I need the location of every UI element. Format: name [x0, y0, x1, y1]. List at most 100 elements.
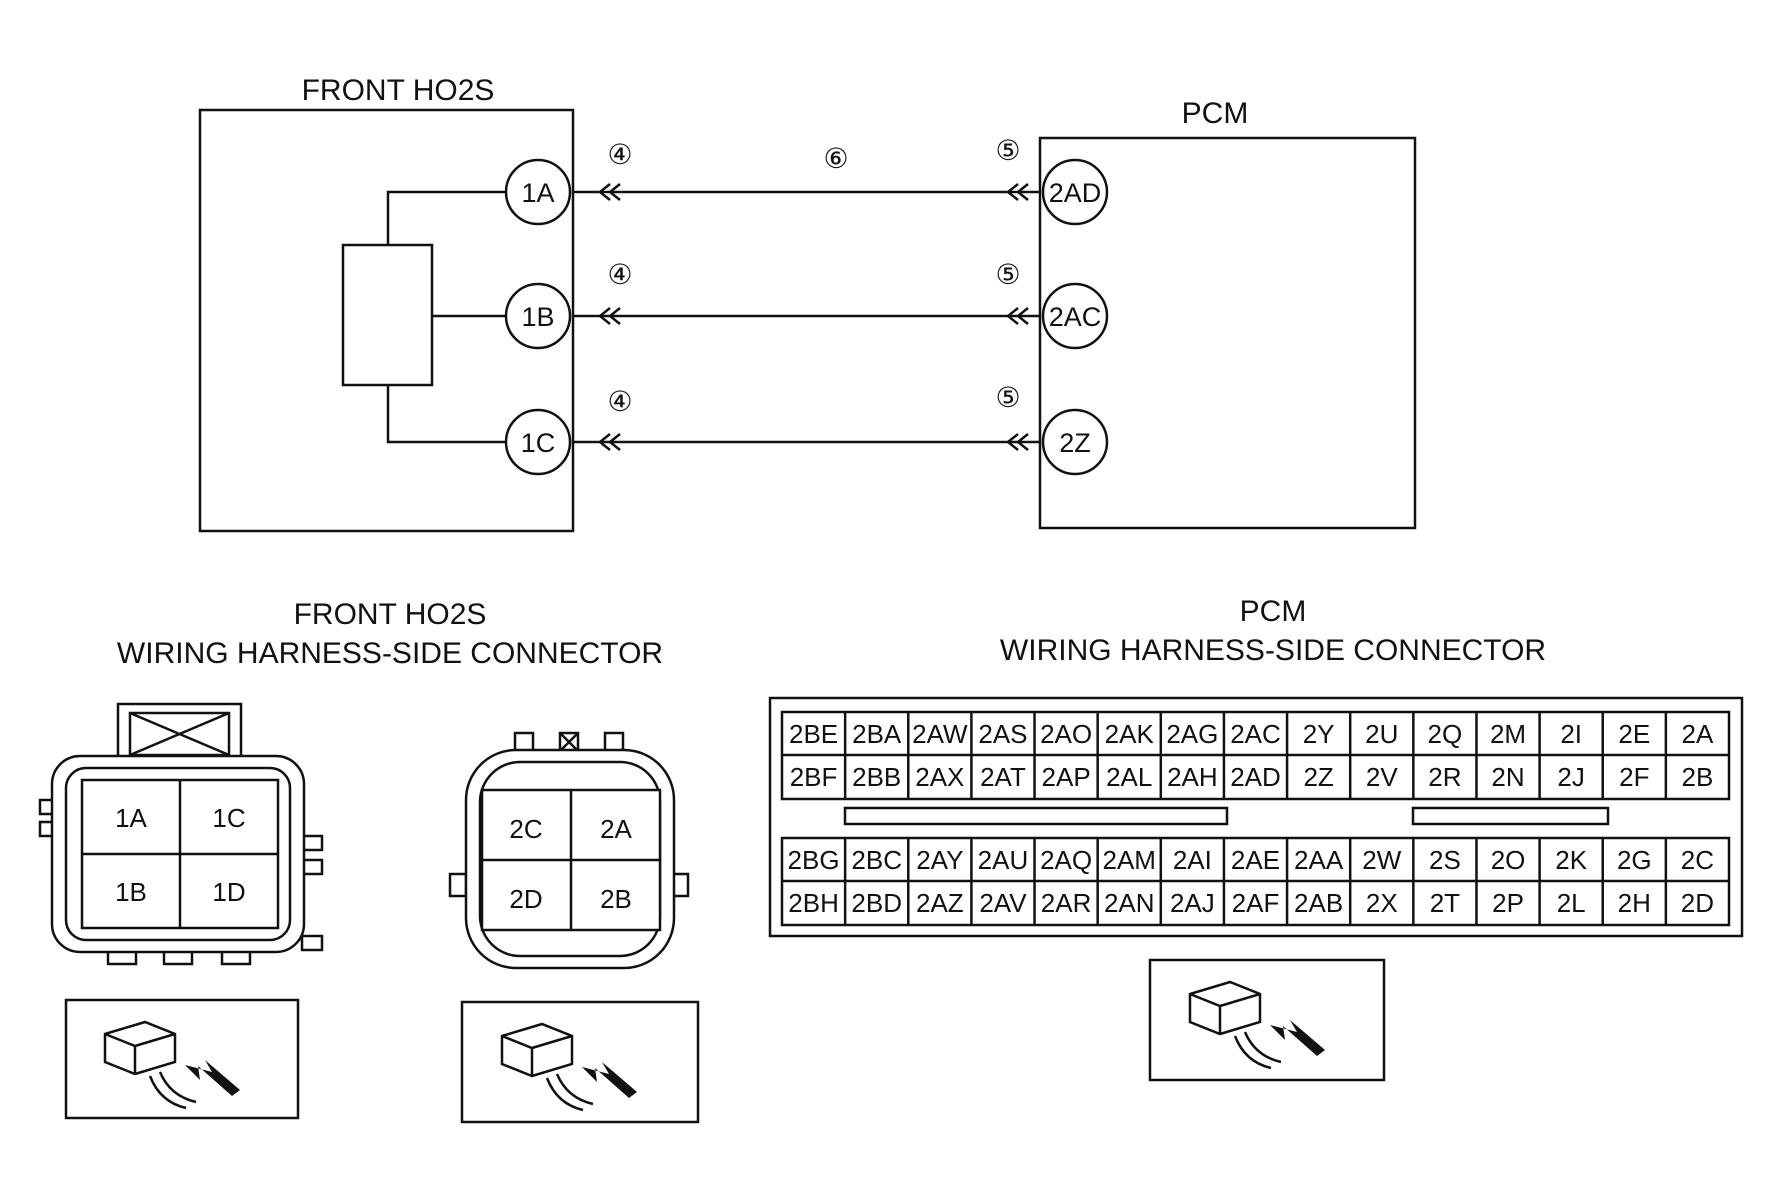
pcm-pin-cell: 2C	[1681, 845, 1714, 875]
svg-text:1C: 1C	[521, 428, 556, 458]
pcm-pin-cell: 2J	[1557, 762, 1584, 792]
pcm-pin-cell: 2AZ	[916, 888, 964, 918]
pcm-pin-cell: 2D	[1681, 888, 1714, 918]
pcm-pin-cell: 2AS	[978, 719, 1027, 749]
pcm-pin-cell: 2BA	[852, 719, 902, 749]
pcm-pin-cell: 2W	[1362, 845, 1401, 875]
pcm-pin-cell: 2BE	[789, 719, 838, 749]
pcm-pin-cell: 2AY	[916, 845, 963, 875]
pcm-pin-cell: 2O	[1491, 845, 1526, 875]
pcm-pin-cell: 2AJ	[1170, 888, 1215, 918]
sensor-pin-1b: 1B	[504, 282, 572, 350]
callout-pcm-side: ⑤	[995, 135, 1020, 166]
svg-text:2Z: 2Z	[1059, 428, 1091, 458]
sensor-connector-subtitle: WIRING HARNESS-SIDE CONNECTOR	[117, 637, 663, 670]
pcm-pin-cell: 2AH	[1167, 762, 1218, 792]
pcm-pin-cell: 2AT	[980, 762, 1026, 792]
pcm-pin-cell: 2AA	[1294, 845, 1344, 875]
svg-text:1A: 1A	[521, 178, 554, 208]
pcm-pin-cell: 2G	[1617, 845, 1652, 875]
sensor-pin-1a: 1A	[504, 158, 572, 226]
pcm-pin-cell: 2V	[1366, 762, 1398, 792]
pcm-pin-cell: 2I	[1560, 719, 1582, 749]
pcm-pin-cell: 2AU	[978, 845, 1029, 875]
pcm-pin-cell: 2AD	[1230, 762, 1281, 792]
pcm-pin-cell: 2AX	[915, 762, 964, 792]
pcm-pin-cell: 2H	[1618, 888, 1651, 918]
pcm-pin-cell: 2BC	[851, 845, 902, 875]
pin-cell: 2B	[600, 884, 632, 914]
callout-sensor-side: ④	[607, 259, 632, 290]
pcm-pin-cell: 2F	[1619, 762, 1649, 792]
pcm-pin-2ad: 2AD	[1041, 158, 1109, 226]
pin-cell: 2A	[600, 814, 632, 844]
sensor-title: FRONT HO2S	[302, 74, 495, 107]
pcm-pin-cell: 2BD	[851, 888, 902, 918]
pcm-pin-cell: 2BH	[788, 888, 839, 918]
pin-cell: 2D	[509, 884, 542, 914]
pcm-pin-cell: 2AF	[1232, 888, 1280, 918]
pcm-pin-cell: 2Z	[1303, 762, 1333, 792]
pcm-pin-cell: 2P	[1492, 888, 1524, 918]
svg-text:1B: 1B	[521, 302, 554, 332]
pcm-pin-cell: 2Y	[1303, 719, 1335, 749]
pcm-pin-cell: 2AQ	[1040, 845, 1092, 875]
pcm-pin-cell: 2K	[1555, 845, 1587, 875]
pcm-pin-cell: 2AW	[912, 719, 968, 749]
pcm-pin-cell: 2N	[1491, 762, 1524, 792]
svg-text:2AD: 2AD	[1049, 178, 1102, 208]
pcm-pin-cell: 2BF	[790, 762, 838, 792]
pcm-pin-cell: 2AV	[979, 888, 1027, 918]
sensor-pin-1c: 1C	[504, 408, 572, 476]
pcm-pin-2z: 2Z	[1041, 408, 1109, 476]
pcm-pin-cell: 2U	[1365, 719, 1398, 749]
callout-wire: ⑥	[823, 143, 848, 174]
pcm-pin-cell: 2AG	[1166, 719, 1218, 749]
pcm-pin-cell: 2AR	[1041, 888, 1092, 918]
pcm-pin-cell: 2A	[1682, 719, 1714, 749]
pcm-pin-cell: 2AI	[1173, 845, 1212, 875]
view-direction-icon	[1148, 958, 1386, 1082]
pcm-connector-subtitle: WIRING HARNESS-SIDE CONNECTOR	[1000, 634, 1546, 667]
pcm-pin-cell: 2Q	[1428, 719, 1463, 749]
pcm-pin-cell: 2BB	[852, 762, 901, 792]
svg-text:2AC: 2AC	[1049, 302, 1102, 332]
pcm-pin-cell: 2T	[1430, 888, 1460, 918]
pcm-pin-cell: 2S	[1429, 845, 1461, 875]
callout-sensor-side: ④	[607, 139, 632, 170]
pcm-pin-cell: 2R	[1428, 762, 1461, 792]
sensor-connector-b: 2C 2A 2D 2B	[448, 731, 690, 970]
pcm-pin-cell: 2AO	[1040, 719, 1092, 749]
sensor-connector-title: FRONT HO2S	[294, 598, 487, 631]
pcm-pin-cell: 2AL	[1106, 762, 1152, 792]
sensor-connector-a: 1A 1C 1B 1D	[38, 702, 324, 966]
callout-pcm-side: ⑤	[995, 382, 1020, 413]
pcm-pin-cell: 2BG	[788, 845, 840, 875]
sensor-element	[341, 190, 508, 444]
pcm-pin-cell: 2AP	[1042, 762, 1091, 792]
connector-marks	[597, 183, 1029, 451]
pcm-pin-cell: 2B	[1682, 762, 1714, 792]
callout-sensor-side: ④	[607, 386, 632, 417]
pin-cell: 1C	[212, 803, 245, 833]
pcm-title: PCM	[1182, 97, 1249, 130]
pcm-pin-cell: 2AN	[1104, 888, 1155, 918]
pcm-pin-cell: 2AM	[1102, 845, 1155, 875]
pcm-pin-cell: 2X	[1366, 888, 1398, 918]
pcm-pin-cell: 2E	[1618, 719, 1650, 749]
pcm-connector-title: PCM	[1240, 595, 1307, 628]
pcm-pin-cell: 2AE	[1231, 845, 1280, 875]
pin-cell: 1B	[115, 877, 147, 907]
view-direction-icon	[64, 998, 300, 1120]
view-direction-icon	[460, 1000, 700, 1124]
pcm-pin-2ac: 2AC	[1041, 282, 1109, 350]
pcm-pin-cell: 2AC	[1230, 719, 1281, 749]
pcm-pin-cell: 2M	[1490, 719, 1526, 749]
pin-cell: 2C	[509, 814, 542, 844]
pin-cell: 1A	[115, 803, 147, 833]
pin-cell: 1D	[212, 877, 245, 907]
pcm-pin-cell: 2L	[1557, 888, 1586, 918]
callout-pcm-side: ⑤	[995, 259, 1020, 290]
